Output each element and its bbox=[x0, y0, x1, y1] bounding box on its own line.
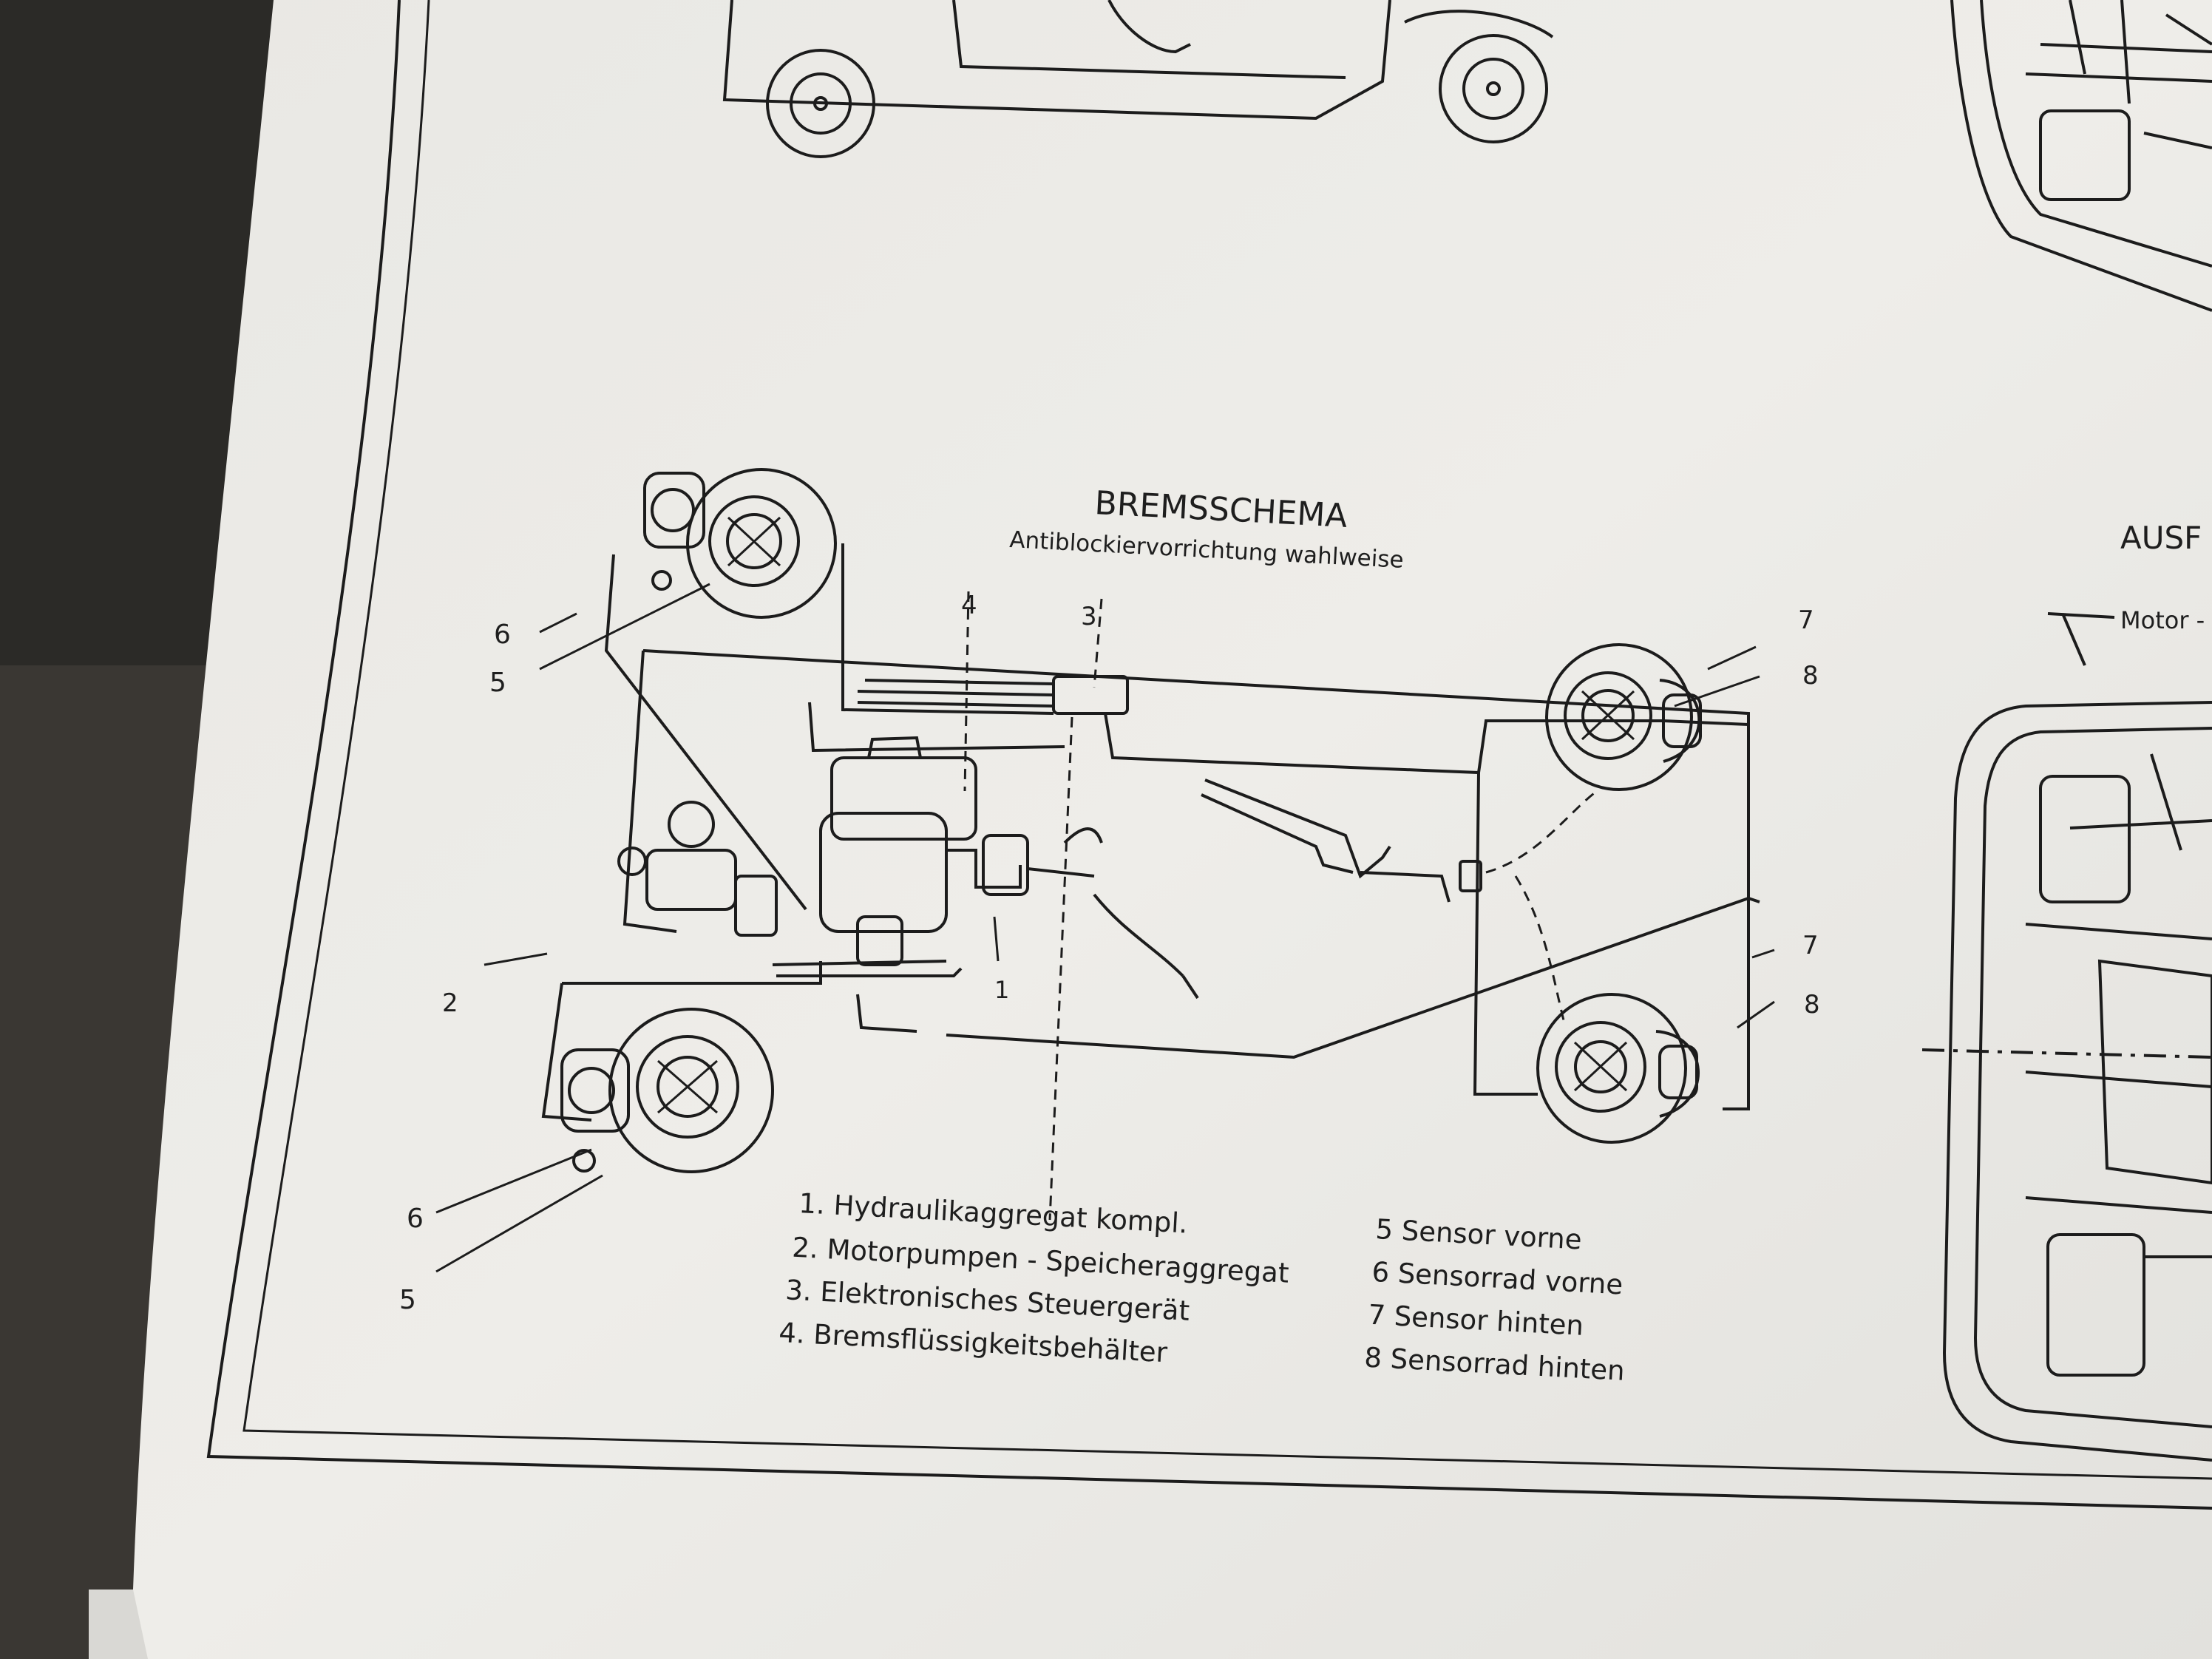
top-vehicle-drawing bbox=[722, 0, 1554, 158]
callout-4: 4 bbox=[961, 591, 977, 620]
rear-right-wheel bbox=[1536, 993, 1700, 1144]
brake-lines bbox=[541, 543, 1760, 1122]
callout-6-front-bottom: 6 bbox=[407, 1204, 424, 1234]
callout-5-front-bottom: 5 bbox=[399, 1285, 416, 1315]
handbrake-lever bbox=[1201, 778, 1482, 903]
callout-5-front-top: 5 bbox=[489, 668, 506, 698]
sensor-cables bbox=[963, 591, 1598, 1221]
callout-7-rear-bottom: 7 bbox=[1802, 931, 1819, 960]
right-top-vehicle-drawing bbox=[1950, 0, 2212, 312]
paper-sheet bbox=[133, 0, 2212, 1659]
front-right-wheel bbox=[560, 1008, 774, 1173]
callout-1: 1 bbox=[994, 976, 1009, 1004]
page-border bbox=[206, 0, 2212, 1510]
callout-8-rear-bottom: 8 bbox=[1804, 990, 1820, 1020]
hydraulic-unit bbox=[819, 736, 1199, 1000]
right-vehicle-drawing bbox=[1921, 612, 2212, 1462]
adjacent-panel-label: Motor - bbox=[2120, 606, 2205, 634]
callout-7-rear-top: 7 bbox=[1798, 605, 1814, 635]
pump-accumulator bbox=[617, 801, 778, 937]
callout-leaders bbox=[435, 583, 1775, 1273]
callout-3: 3 bbox=[1081, 602, 1097, 631]
adjacent-panel-heading: AUSF bbox=[2120, 520, 2202, 556]
callout-2: 2 bbox=[442, 988, 458, 1018]
callout-6-front-top: 6 bbox=[494, 620, 511, 650]
control-unit bbox=[1052, 675, 1129, 715]
front-left-wheel bbox=[643, 468, 837, 619]
callout-8-rear-top: 8 bbox=[1802, 661, 1819, 691]
